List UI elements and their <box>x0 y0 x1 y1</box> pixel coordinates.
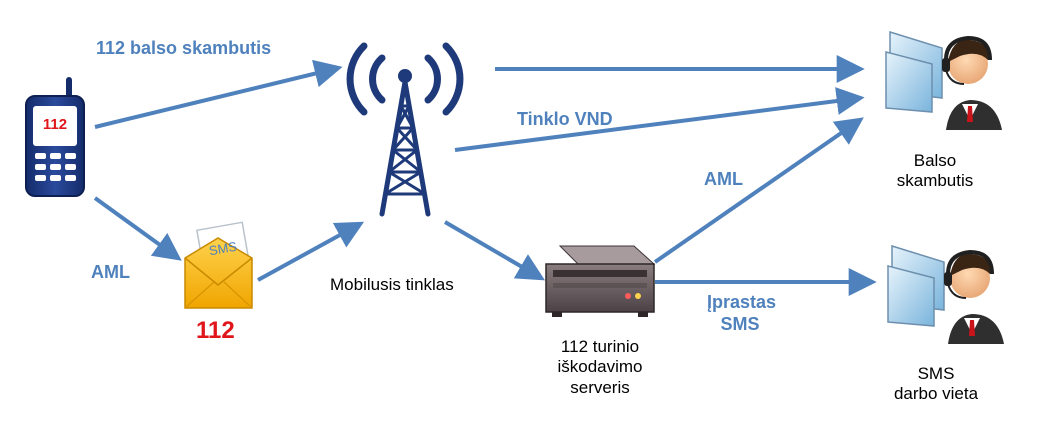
label-voice-station-line2: skambutis <box>896 171 974 191</box>
label-sms-station: SMS darbo vieta <box>876 364 996 405</box>
label-aml-right: AML <box>704 169 743 189</box>
mobile-phone-icon <box>25 77 85 197</box>
arrows <box>93 55 877 296</box>
label-voice-station-line1: Balso <box>913 151 957 170</box>
label-voice-station: Balso skambutis <box>880 151 990 192</box>
label-sms-station-line1: SMS <box>917 364 955 383</box>
arrow-sms-to-tower <box>257 221 365 282</box>
server-icon <box>545 245 656 317</box>
arrow-phone-to-tower <box>94 59 343 129</box>
voice-call-workstation-icon <box>885 30 1002 130</box>
label-regular-sms-line2: SMS <box>720 313 760 334</box>
label-decoding-server-line1: 112 turinio <box>560 337 640 356</box>
label-network-vnd: Tinklo VND <box>517 109 613 129</box>
arrow-phone-to-sms <box>93 196 182 261</box>
radio-tower-icon <box>346 42 464 217</box>
label-voice-call-112: 112 balso skambutis <box>96 38 272 58</box>
label-decoding-server: 112 turinio iškodavimo serveris <box>540 337 660 398</box>
arrow-tower-to-server <box>443 220 546 281</box>
label-sms-station-line2: darbo vieta <box>893 384 979 404</box>
label-aml-left: AML <box>91 262 130 282</box>
label-sms-112: 112 <box>196 317 235 344</box>
label-regular-sms: Įprastas SMS <box>707 292 777 335</box>
arrow-tower-to-voice-station-vnd <box>454 87 865 152</box>
sms-envelope-icon <box>184 221 253 309</box>
arrow-server-to-voice-station-aml <box>653 117 864 264</box>
phone-screen-text: 112 <box>42 116 68 133</box>
label-mobile-network: Mobilusis tinklas <box>330 275 454 294</box>
label-decoding-server-line3: serveris <box>570 377 630 397</box>
label-decoding-server-line2: iškodavimo <box>557 357 643 377</box>
sms-workstation-icon <box>887 244 1004 344</box>
label-regular-sms-line1: Įprastas <box>707 292 777 312</box>
